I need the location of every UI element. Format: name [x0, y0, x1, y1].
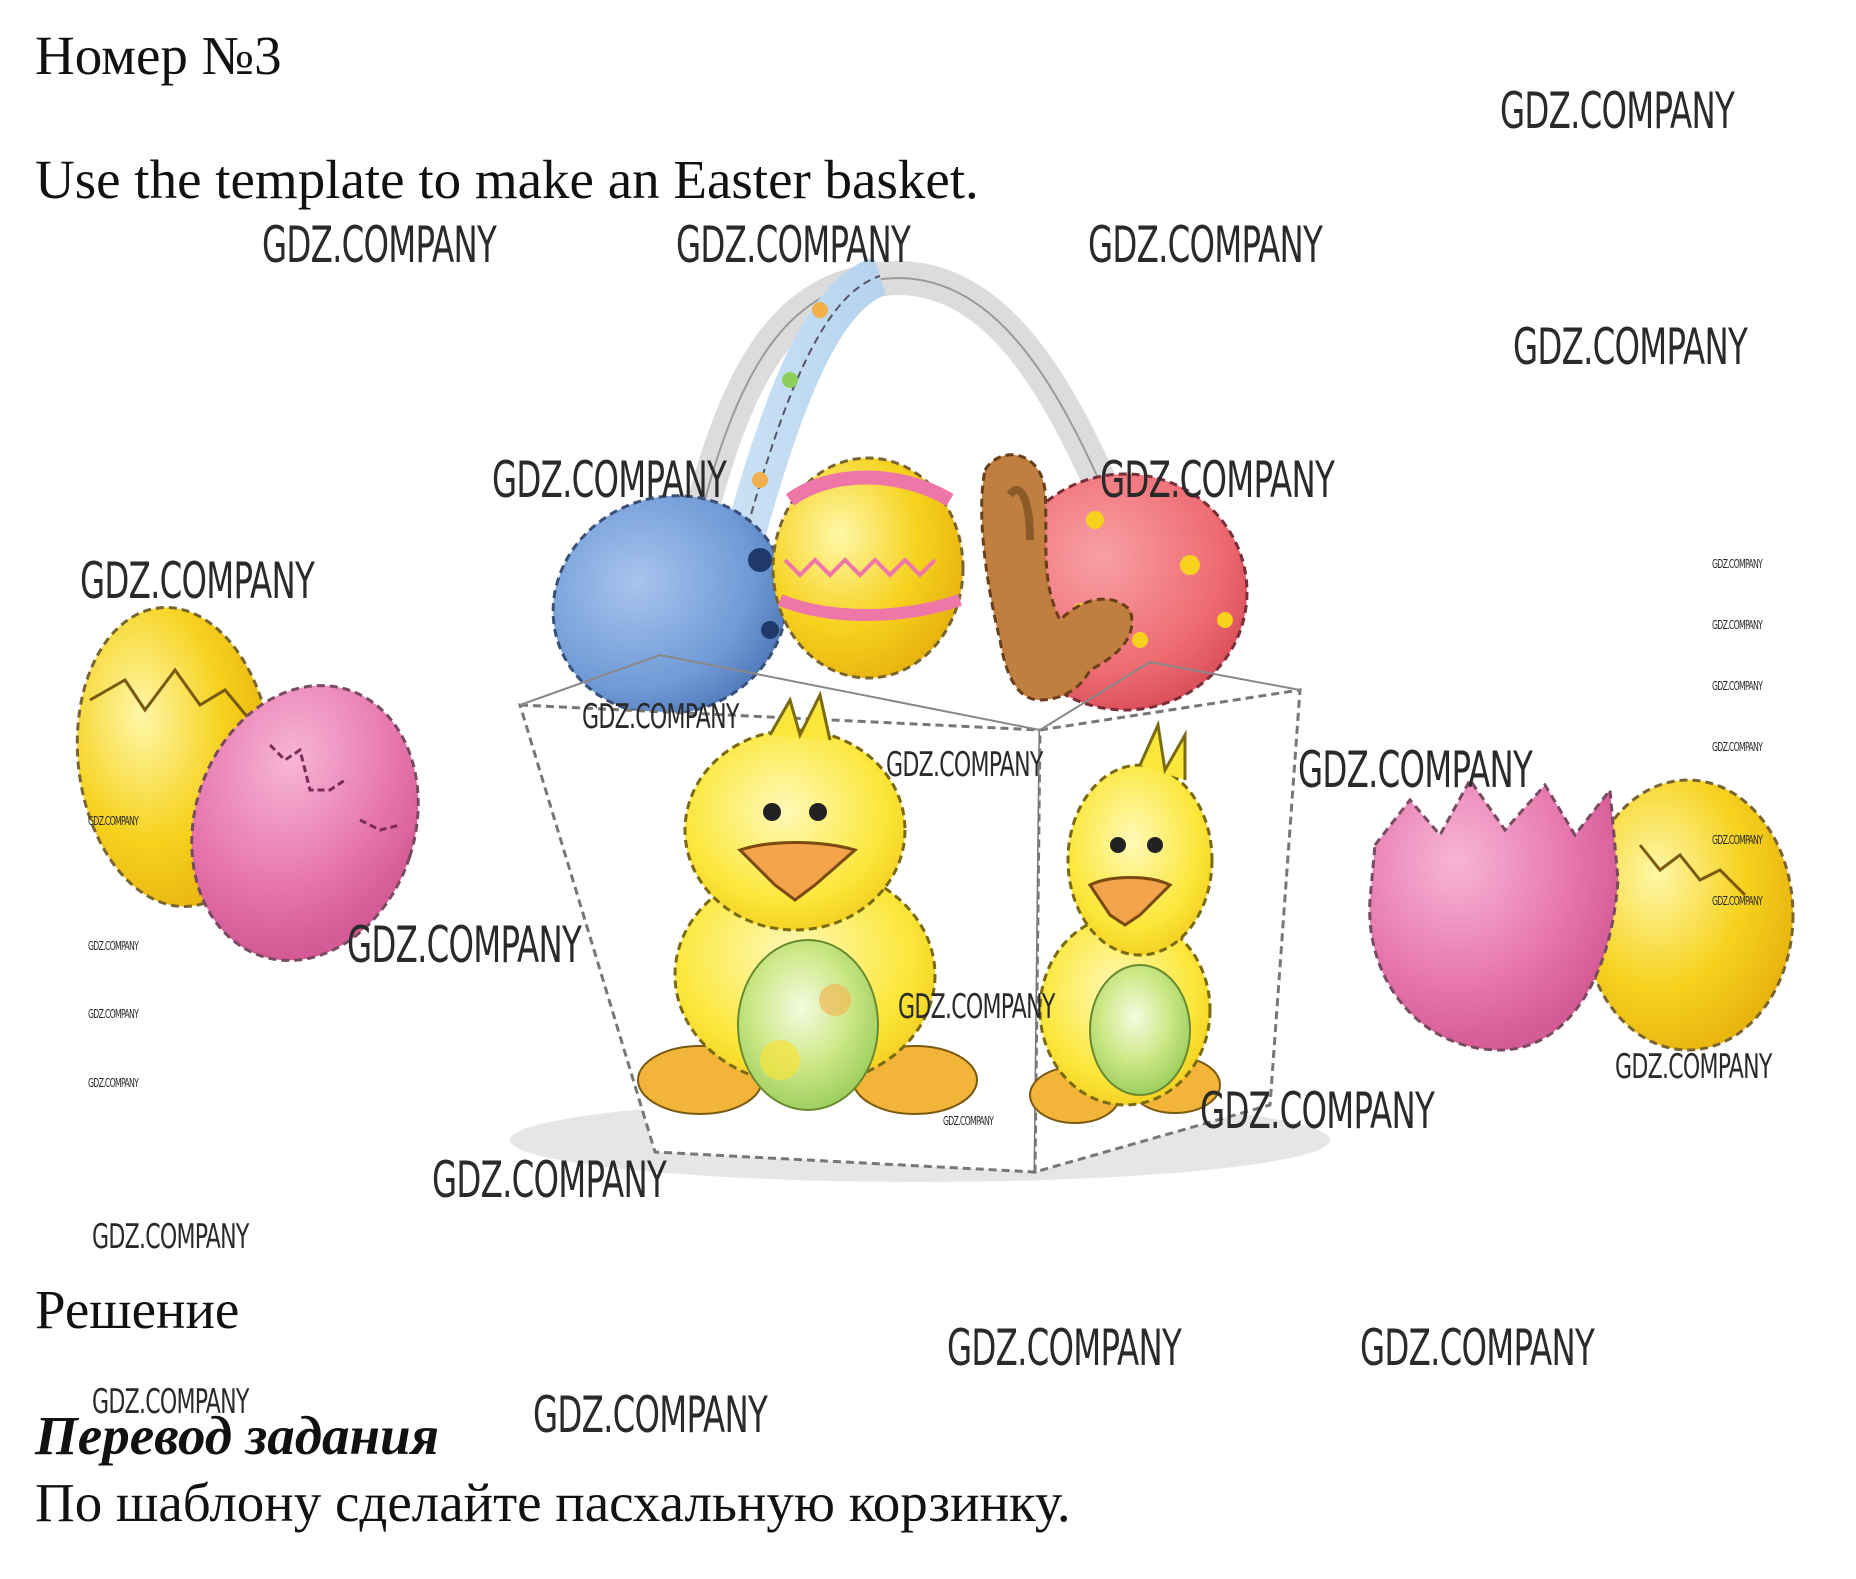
watermark: GDZ.COMPANY: [262, 216, 497, 274]
watermark: GDZ.COMPANY: [1513, 318, 1748, 376]
watermark: GDZ.COMPANY: [947, 1319, 1182, 1377]
translation-text: По шаблону сделайте пасхальную корзинку.: [35, 1472, 1071, 1533]
watermark: GDZ.COMPANY: [80, 552, 315, 610]
chick-side-icon: [1029, 719, 1221, 1124]
watermark: GDZ.COMPANY: [943, 1114, 994, 1128]
watermark: GDZ.COMPANY: [1712, 833, 1763, 847]
watermark: GDZ.COMPANY: [1712, 894, 1763, 908]
right-eggs-icon: [1368, 777, 1795, 1052]
chick-front-icon: [637, 690, 978, 1115]
watermark: GDZ.COMPANY: [88, 1076, 139, 1090]
watermark: GDZ.COMPANY: [582, 697, 739, 737]
basket-eggs-icon: [551, 453, 1249, 716]
task-instruction: Use the template to make an Easter baske…: [35, 149, 979, 210]
watermark: GDZ.COMPANY: [88, 814, 139, 828]
watermark: GDZ.COMPANY: [676, 216, 911, 274]
watermark: GDZ.COMPANY: [1712, 618, 1763, 632]
watermark: GDZ.COMPANY: [492, 451, 727, 509]
watermark: GDZ.COMPANY: [1500, 82, 1735, 140]
watermark: GDZ.COMPANY: [533, 1386, 768, 1444]
watermark: GDZ.COMPANY: [1088, 216, 1323, 274]
watermark: GDZ.COMPANY: [1615, 1047, 1772, 1087]
watermark: GDZ.COMPANY: [1100, 451, 1335, 509]
watermark: GDZ.COMPANY: [886, 745, 1043, 785]
watermark: GDZ.COMPANY: [898, 987, 1055, 1027]
watermark: GDZ.COMPANY: [1360, 1319, 1595, 1377]
watermark: GDZ.COMPANY: [92, 1217, 249, 1257]
watermark: GDZ.COMPANY: [1712, 679, 1763, 693]
solution-heading: Решение: [35, 1279, 240, 1340]
watermark: GDZ.COMPANY: [1712, 740, 1763, 754]
watermark: GDZ.COMPANY: [88, 1007, 139, 1021]
left-eggs-icon: [75, 605, 420, 962]
watermark: GDZ.COMPANY: [347, 916, 582, 974]
translation-title: Перевод задания: [35, 1405, 439, 1466]
task-number: Номер №3: [35, 25, 282, 86]
watermark: GDZ.COMPANY: [1298, 741, 1533, 799]
watermark: GDZ.COMPANY: [1200, 1082, 1435, 1140]
watermark: GDZ.COMPANY: [432, 1151, 667, 1209]
watermark: GDZ.COMPANY: [92, 1382, 249, 1422]
watermark: GDZ.COMPANY: [88, 939, 139, 953]
watermark: GDZ.COMPANY: [1712, 557, 1763, 571]
